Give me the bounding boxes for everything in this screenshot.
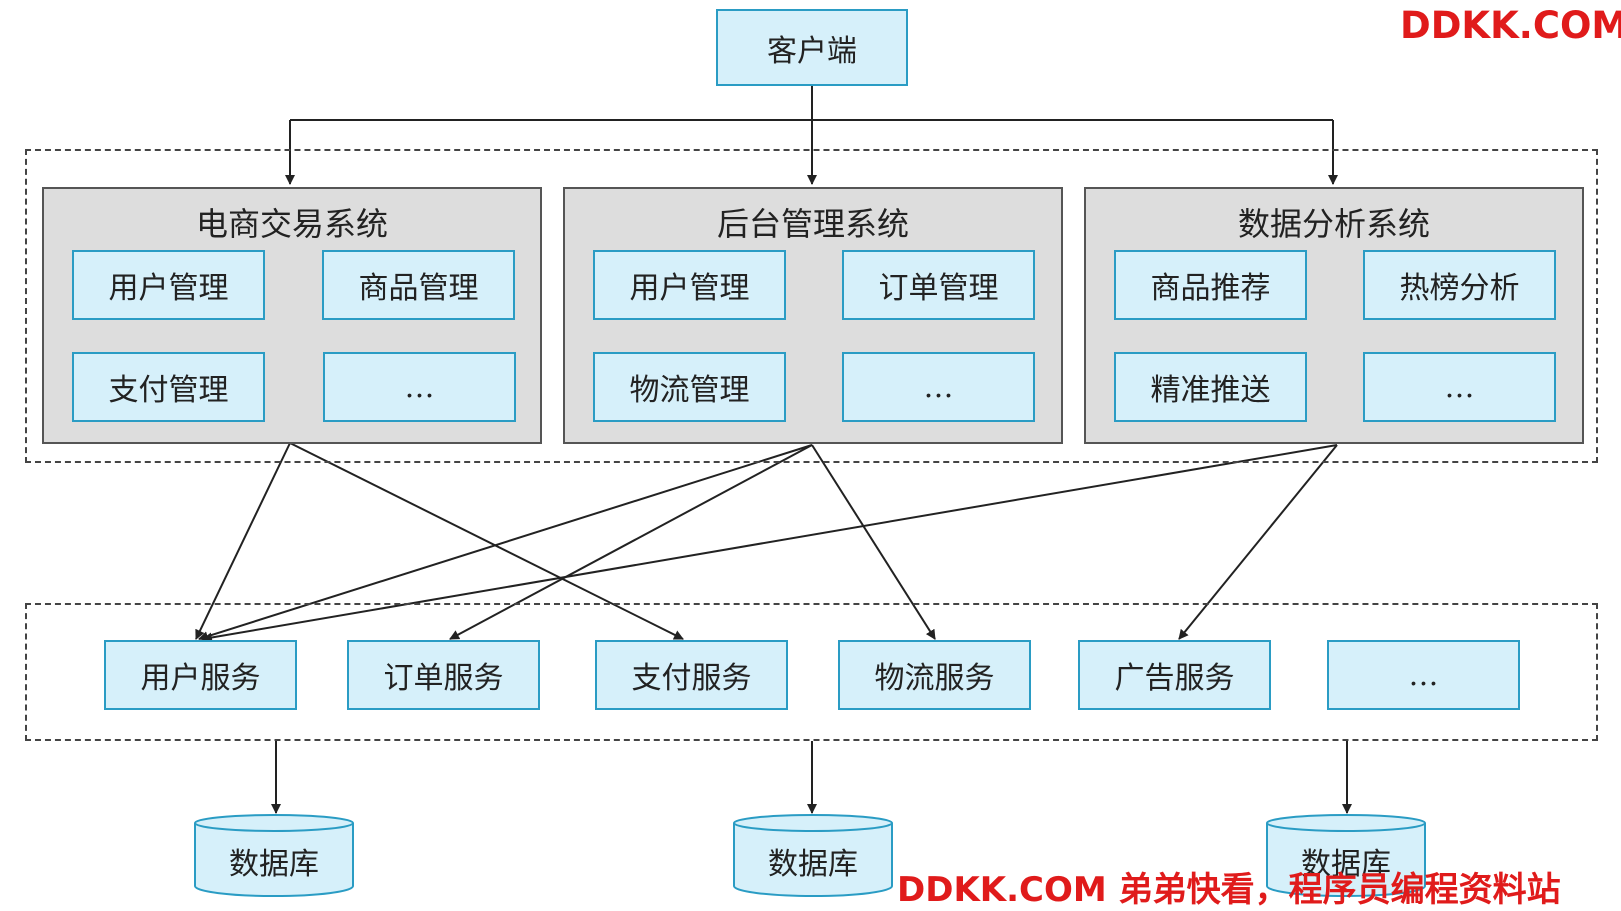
arrow-admin-logistics-service bbox=[811, 444, 936, 640]
service-user: 用户服务 bbox=[104, 640, 297, 710]
system-title: 后台管理系统 bbox=[716, 205, 909, 243]
arrow-analytics-ad-service bbox=[1178, 444, 1338, 640]
module-analytics-4: … bbox=[1363, 352, 1556, 422]
system-title: 数据分析系统 bbox=[1237, 205, 1430, 243]
arrow-analytics-user-service bbox=[202, 444, 1338, 643]
module-admin-2: 订单管理 bbox=[842, 250, 1035, 320]
module-ecommerce-2: 商品管理 bbox=[322, 250, 515, 320]
module-admin-4: … bbox=[842, 352, 1035, 422]
module-analytics-1: 商品推荐 bbox=[1114, 250, 1307, 320]
systems-layer bbox=[25, 149, 1598, 463]
module-admin-1: 用户管理 bbox=[593, 250, 786, 320]
service-payment: 支付服务 bbox=[595, 640, 788, 710]
service-order: 订单服务 bbox=[347, 640, 540, 710]
arrow-ecommerce-payment-service bbox=[289, 442, 684, 640]
arrow-admin-user-service bbox=[198, 444, 813, 642]
database-2: 数据库 bbox=[732, 813, 894, 900]
module-analytics-3: 精准推送 bbox=[1114, 352, 1307, 422]
service-logistics: 物流服务 bbox=[838, 640, 1031, 710]
database-label: 数据库 bbox=[229, 847, 319, 882]
database-cylinder-icon bbox=[733, 814, 893, 897]
database-label: 数据库 bbox=[1301, 847, 1391, 882]
service-ad: 广告服务 bbox=[1078, 640, 1271, 710]
client-label: 客户端 bbox=[767, 33, 857, 69]
module-admin-3: 物流管理 bbox=[593, 352, 786, 422]
arrow-ecommerce-user-service bbox=[195, 442, 291, 640]
database-cylinder-icon bbox=[1266, 814, 1426, 897]
module-analytics-2: 热榜分析 bbox=[1363, 250, 1556, 320]
module-ecommerce-3: 支付管理 bbox=[72, 352, 265, 422]
service-more: … bbox=[1327, 640, 1520, 710]
database-cylinder-icon bbox=[194, 814, 354, 897]
arrow-admin-order-service bbox=[449, 444, 813, 640]
watermark-top: DDKK.COM bbox=[1400, 4, 1621, 47]
database-1: 数据库 bbox=[193, 813, 355, 900]
database-label: 数据库 bbox=[768, 847, 858, 882]
system-title: 电商交易系统 bbox=[195, 205, 388, 243]
services-layer bbox=[25, 603, 1598, 741]
client-box: 客户端 bbox=[716, 9, 908, 86]
watermark-bottom: DDKK.COM 弟弟快看，程序员编程资料站 bbox=[897, 870, 1561, 910]
module-ecommerce-1: 用户管理 bbox=[72, 250, 265, 320]
module-ecommerce-4: … bbox=[323, 352, 516, 422]
database-3: 数据库 bbox=[1265, 813, 1427, 900]
